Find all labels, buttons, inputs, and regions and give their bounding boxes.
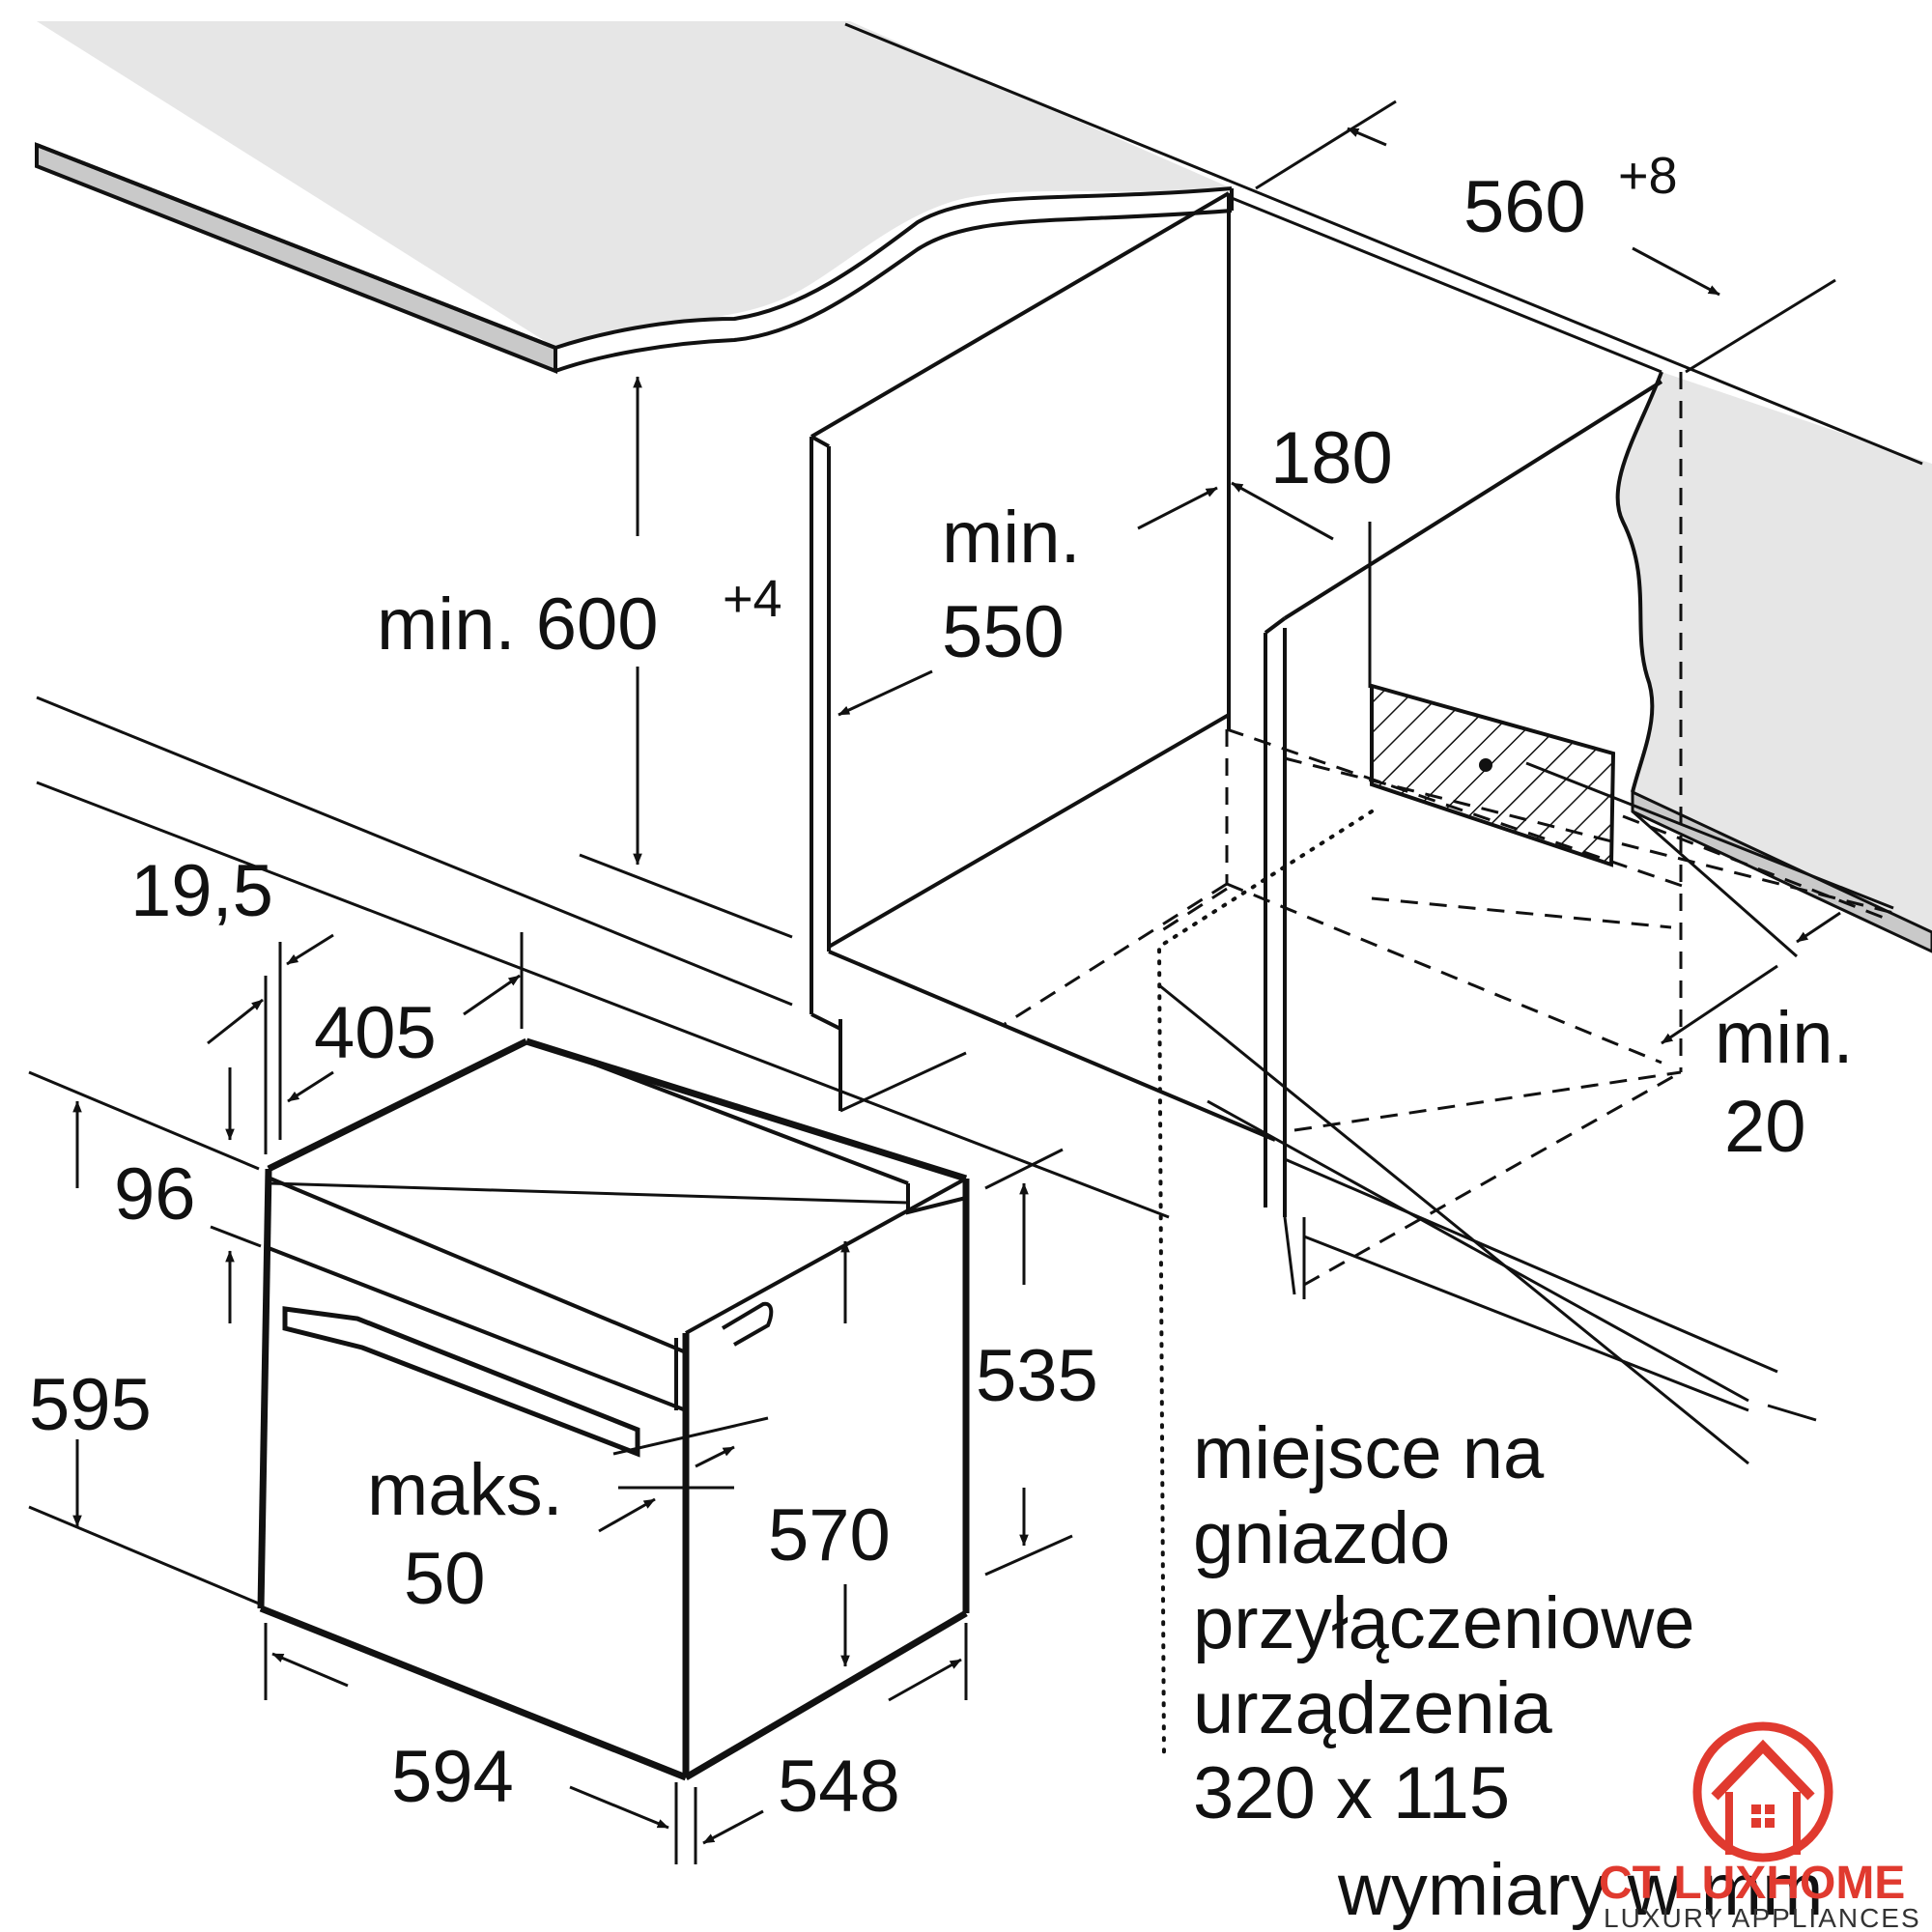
dim-96-label: 96 — [114, 1153, 196, 1236]
dim-548-label: 548 — [778, 1746, 900, 1828]
dim-405-label: 405 — [314, 992, 437, 1074]
cabinet — [36, 22, 1923, 1465]
dimension-labels: 560 +8 min. 600 +4 min. 550 180 19,5 405… — [29, 147, 1854, 1828]
dim-600-tolerance: +4 — [723, 570, 782, 628]
units-note: wymiary w mm — [1337, 1849, 1823, 1931]
max-50-line1: maks. — [367, 1449, 563, 1531]
max-50-line2: 50 — [404, 1538, 486, 1620]
countertop — [35, 21, 1234, 374]
note-line-2: gniazdo — [1193, 1497, 1450, 1579]
socket-note: miejsce na gniazdo przyłączeniowe urządz… — [1193, 1412, 1823, 1931]
min-20-line1: min. — [1715, 997, 1854, 1079]
dim-570-label: 570 — [768, 1494, 891, 1577]
logo-tagline: LUXURY APPLIANCES — [1604, 1903, 1921, 1932]
note-line-3: przyłączeniowe — [1193, 1582, 1695, 1664]
dimension-lines — [28, 99, 1841, 1864]
dim-595-label: 595 — [29, 1364, 152, 1446]
note-line-1: miejsce na — [1193, 1412, 1545, 1494]
note-line-4: urządzenia — [1193, 1667, 1553, 1749]
note-line-5: 320 x 115 — [1193, 1752, 1510, 1834]
oven — [257, 1037, 970, 1781]
min-20-line2: 20 — [1724, 1086, 1806, 1168]
logo-house-icon — [1692, 1721, 1833, 1862]
dim-594-label: 594 — [391, 1736, 514, 1818]
dim-550-line1: min. — [942, 497, 1081, 579]
countertop-right — [1615, 371, 1932, 953]
dim-19-5-label: 19,5 — [130, 850, 273, 932]
dim-560-tolerance: +8 — [1618, 147, 1678, 205]
logo-brand: CT LUXHOME — [1599, 1858, 1905, 1909]
brand-logo: CT LUXHOME LUXURY APPLIANCES — [1599, 1721, 1921, 1932]
dim-600-label: min. 600 — [377, 583, 659, 666]
dim-550-line2: 550 — [942, 591, 1065, 673]
dim-560-label: 560 — [1463, 166, 1586, 248]
dim-180-label: 180 — [1270, 417, 1393, 499]
dim-535-label: 535 — [976, 1335, 1098, 1417]
